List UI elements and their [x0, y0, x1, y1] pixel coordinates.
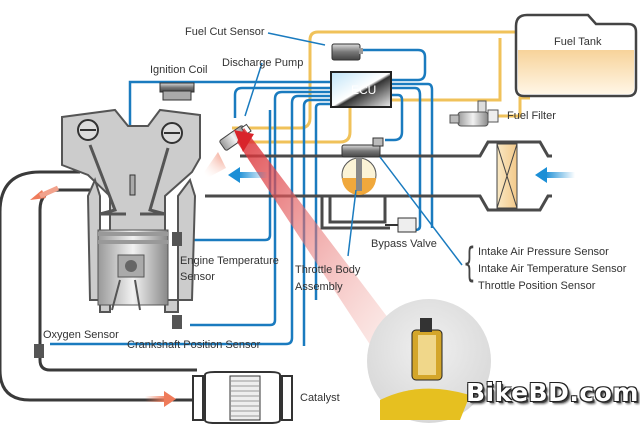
bypass-valve — [385, 217, 417, 233]
sensor-group-brace: { — [463, 240, 476, 286]
label-intake-air-pressure-sensor: Intake Air Pressure Sensor — [478, 246, 609, 258]
air-filter — [496, 143, 518, 209]
fuel-tank — [514, 13, 638, 98]
label-bypass-valve: Bypass Valve — [371, 238, 437, 250]
exhaust-arrow-bottom — [145, 391, 176, 407]
label-intake-air-temperature-sensor: Intake Air Temperature Sensor — [478, 263, 627, 275]
label-throttle-position-sensor: Throttle Position Sensor — [478, 280, 596, 292]
engine — [61, 108, 201, 313]
label-ignition-coil: Ignition Coil — [150, 64, 208, 76]
label-throttle-body-line1: Throttle Body — [295, 264, 361, 276]
callout-arrow-head — [234, 130, 254, 152]
label-fuel-cut-sensor: Fuel Cut Sensor — [185, 26, 265, 38]
intake-arrow-right — [535, 167, 575, 183]
label-crankshaft-position-sensor: Crankshaft Position Sensor — [127, 339, 261, 351]
label-oxygen-sensor: Oxygen Sensor — [43, 329, 119, 341]
intake-arrow-left — [228, 167, 268, 183]
label-engine-temperature-sensor-line2: Sensor — [180, 271, 215, 283]
fuel-cut-sensor — [331, 43, 363, 61]
engine-temperature-sensor — [172, 232, 182, 246]
oxygen-sensor — [34, 344, 44, 358]
fuel-filter — [449, 100, 499, 127]
label-catalyst: Catalyst — [300, 392, 340, 404]
leader-lines — [244, 32, 463, 266]
label-fuel-filter: Fuel Filter — [507, 110, 556, 122]
wiring-harness — [50, 48, 434, 346]
label-engine-temperature-sensor-line1: Engine Temperature — [180, 255, 279, 267]
label-fuel-tank: Fuel Tank — [554, 36, 602, 48]
fuel-spray — [196, 152, 226, 184]
catalyst — [192, 371, 293, 424]
label-discharge-pump: Discharge Pump — [222, 57, 304, 69]
callout-arrow — [237, 128, 420, 372]
label-throttle-body-line2: Assembly — [295, 281, 343, 293]
crankshaft-position-sensor — [172, 315, 182, 329]
ignition-coil — [159, 82, 195, 101]
intake-pipe — [205, 140, 552, 230]
label-ecu: ECU — [351, 83, 377, 97]
watermark-logo: BikeBD.com — [466, 378, 639, 407]
injector-photo — [367, 299, 491, 423]
ecu — [330, 71, 392, 108]
throttle-body — [341, 137, 384, 195]
exhaust-arrow-top — [30, 185, 60, 200]
